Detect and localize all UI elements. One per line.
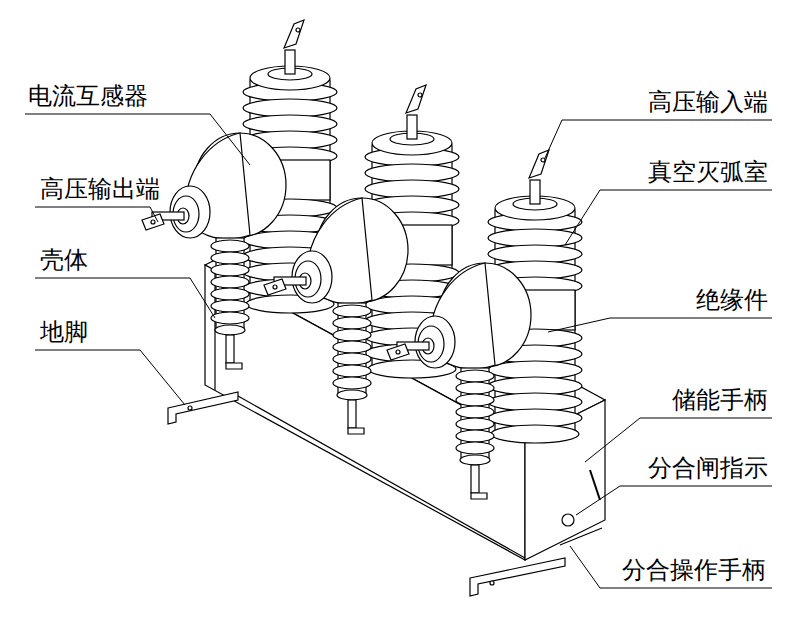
part-label: 分合操作手柄 xyxy=(622,556,766,584)
part-label: 绝缘件 xyxy=(696,286,768,314)
part-label: 电流互感器 xyxy=(28,82,148,110)
part-label: 地脚 xyxy=(40,318,88,346)
part-label: 高压输入端 xyxy=(648,88,768,116)
part-label: 真空灭弧室 xyxy=(648,158,768,186)
part-label: 壳体 xyxy=(40,246,88,274)
part-label: 储能手柄 xyxy=(672,386,768,414)
part-label: 分合闸指示 xyxy=(648,454,768,482)
part-label: 高压输出端 xyxy=(40,175,160,203)
